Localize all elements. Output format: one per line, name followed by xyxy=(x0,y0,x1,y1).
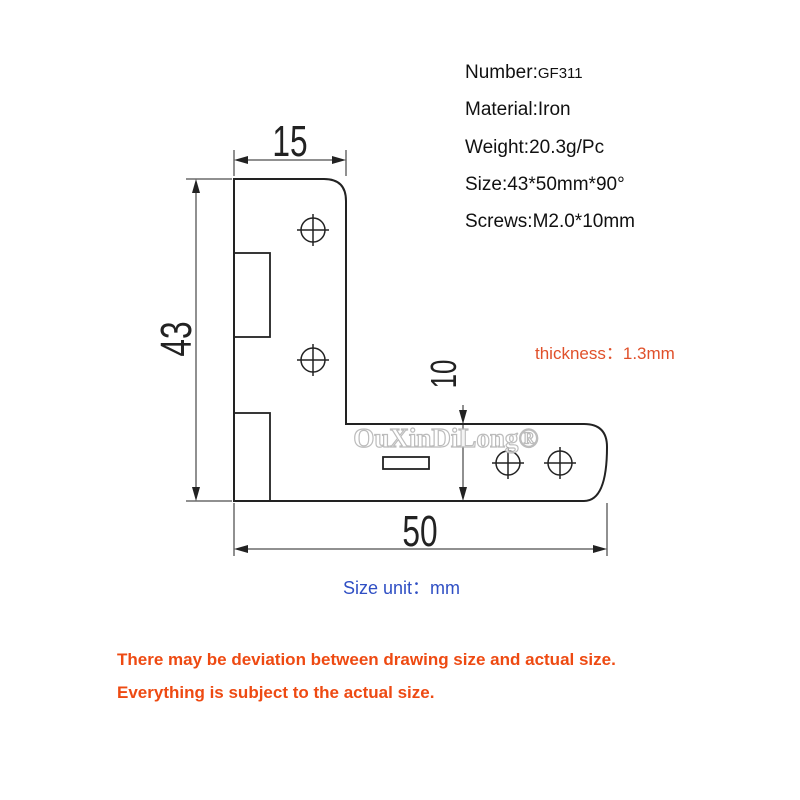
watermark: OuXinDiLong® xyxy=(353,423,538,453)
dim-total-width xyxy=(233,503,608,556)
spec-screws: Screws:M2.0*10mm xyxy=(465,211,635,232)
actual-size-note: Everything is subject to the actual size… xyxy=(117,683,435,702)
knuckle-upper xyxy=(233,252,271,338)
spec-number: Number:GF311 xyxy=(465,62,583,84)
spec-number-label: Number: xyxy=(465,62,538,83)
thickness-note: thickness：1.3mm xyxy=(535,344,675,363)
knuckle-lower xyxy=(233,412,271,502)
spec-number-value: GF311 xyxy=(537,65,583,82)
dim-height xyxy=(186,178,232,502)
deviation-note: There may be deviation between drawing s… xyxy=(117,650,616,669)
bracket-outline xyxy=(233,178,609,502)
dim-total-width-label: 50 xyxy=(402,507,437,556)
spec-material: Material:Iron xyxy=(465,99,571,120)
screw-hole-4 xyxy=(544,447,576,479)
slot xyxy=(382,456,430,470)
spec-weight: Weight:20.3g/Pc xyxy=(465,137,605,158)
dim-height-label: 43 xyxy=(152,321,201,356)
dim-arm-height xyxy=(459,405,467,501)
size-unit-note: Size unit：mm xyxy=(343,578,461,598)
screw-hole-2 xyxy=(297,344,329,376)
screw-hole-3 xyxy=(492,447,524,479)
screw-hole-1 xyxy=(297,214,329,246)
dim-top-width-label: 15 xyxy=(272,117,307,166)
dim-top-width xyxy=(233,150,347,176)
dim-arm-height-label: 10 xyxy=(424,360,464,389)
spec-size: Size:43*50mm*90° xyxy=(465,174,625,195)
